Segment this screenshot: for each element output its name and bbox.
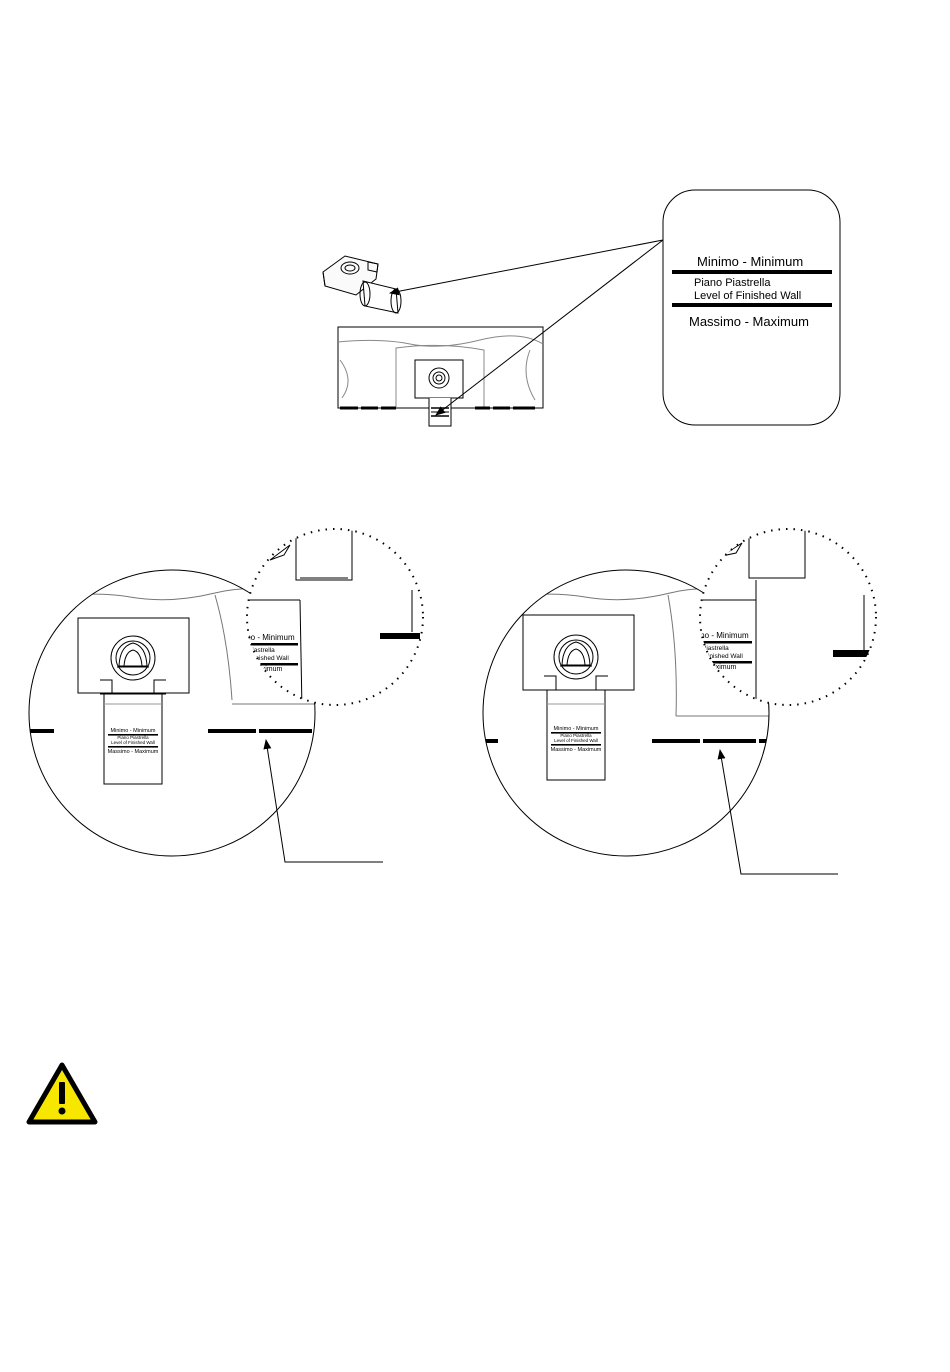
- left-body-piano: Piano Piastrella: [117, 735, 149, 740]
- callout-level: Level of Finished Wall: [694, 290, 801, 302]
- right-body-level: Level of Finished Wall: [554, 738, 598, 743]
- right-body-piano: Piano Piastrella: [560, 733, 592, 738]
- right-inset-min: mo - Minimum: [698, 631, 749, 640]
- right-magnifier-circle: [482, 569, 770, 857]
- left-inset-min: mo - Minimum: [244, 633, 295, 642]
- right-inset-max: Maximum: [706, 664, 737, 671]
- valve-isometric: [322, 255, 402, 314]
- callout-arrow-valve: [389, 239, 664, 296]
- left-inset-level: Finished Wall: [250, 655, 289, 662]
- left-inset-piano: Piastrella: [248, 647, 275, 654]
- callout-max-bar: [672, 303, 832, 307]
- right-leader-arrow: [717, 749, 838, 875]
- callout-minimum: Minimo - Minimum: [697, 254, 803, 269]
- callout-arrow-label: [435, 239, 664, 416]
- left-inset-circle: [246, 528, 424, 706]
- right-body-max: Massimo - Maximum: [551, 747, 602, 753]
- left-leader-arrow: [263, 739, 383, 863]
- warning-triangle-icon: [26, 1062, 98, 1125]
- callout-box: [662, 189, 841, 426]
- right-body-min: Minimo - Minimum: [554, 726, 599, 732]
- left-magnifier-circle: [28, 569, 316, 857]
- left-body-level: Level of Finished Wall: [111, 740, 155, 745]
- top-overview: Minimo - Minimum Piano Piastrella Level …: [322, 189, 841, 427]
- right-inset-circle: [699, 528, 877, 706]
- left-body-max: Massimo - Maximum: [108, 749, 159, 755]
- left-inset-max: Maximum: [252, 666, 283, 673]
- detail-left: Minimo - Minimum Piano Piastrella Level …: [28, 528, 424, 863]
- right-inset-piano: Piastrella: [702, 645, 729, 652]
- callout-maximum: Massimo - Maximum: [689, 314, 809, 329]
- wall-elevation: [337, 326, 544, 427]
- detail-right: Minimo - Minimum Piano Piastrella Level …: [482, 528, 877, 875]
- right-inset-level: Finished Wall: [704, 653, 743, 660]
- callout-min-bar: [672, 270, 832, 274]
- left-body-min: Minimo - Minimum: [111, 728, 156, 734]
- callout-piano: Piano Piastrella: [694, 277, 771, 289]
